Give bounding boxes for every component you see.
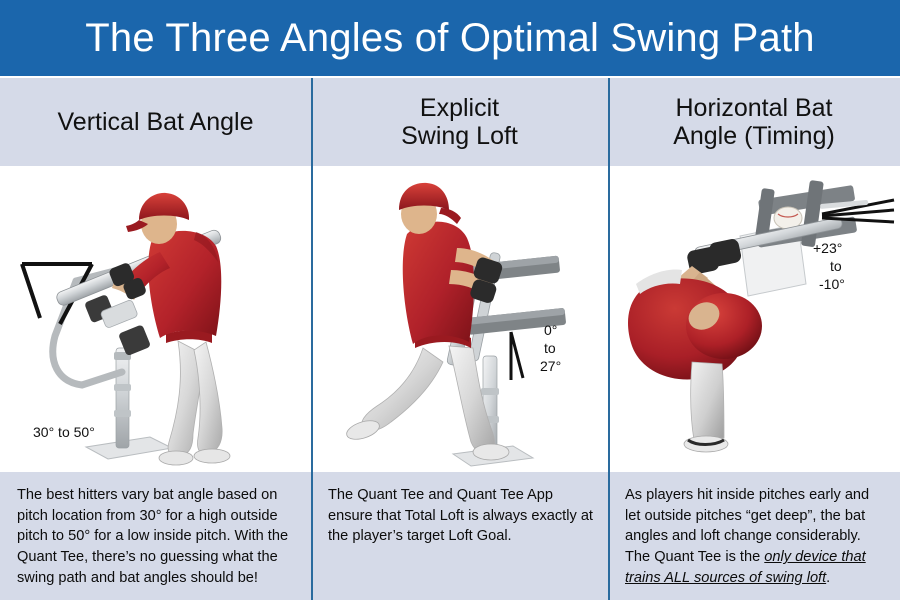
- title-bar: The Three Angles of Optimal Swing Path: [0, 0, 900, 76]
- page-title: The Three Angles of Optimal Swing Path: [85, 15, 815, 60]
- column-header-vertical-bat-angle: Vertical Bat Angle: [0, 78, 311, 166]
- caption-vertical-bat-angle: The best hitters vary bat angle based on…: [0, 472, 311, 600]
- batter-helmet: [399, 182, 449, 210]
- batter-shoe: [346, 420, 380, 440]
- angle-label-explicit-swing-loft-line2: to: [544, 340, 556, 356]
- batter-jersey: [148, 230, 222, 338]
- illustration-explicit-swing-loft: 0° to 27°: [311, 166, 608, 472]
- angle-label-vertical-bat-angle: 30° to 50°: [33, 424, 95, 440]
- illustration-horizontal-bat-angle: +23° to -10°: [608, 166, 900, 472]
- tee-hub: [100, 300, 138, 328]
- column-divider-2: [608, 78, 610, 600]
- batter-back-leg: [361, 347, 444, 432]
- loft-angle-line: [509, 331, 525, 379]
- header-line: Angle (Timing): [673, 122, 835, 150]
- column-header-row: Vertical Bat Angle Explicit Swing Loft H…: [0, 78, 900, 166]
- batter-helmet-brim: [126, 220, 148, 232]
- tee-slider-block: [119, 325, 150, 356]
- batter-helmet: [139, 192, 190, 220]
- tee-rail-ticks: [820, 199, 869, 209]
- header-line: Vertical Bat Angle: [57, 108, 254, 136]
- tee-post-collar: [114, 384, 131, 391]
- batter-shoe: [158, 450, 194, 466]
- column-header-label: Horizontal Bat Angle (Timing): [673, 94, 835, 150]
- header-line: Explicit: [419, 94, 500, 122]
- angle-label-horizontal-bat-angle-line1: +23°: [813, 240, 843, 256]
- caption-text: The best hitters vary bat angle based on…: [17, 487, 289, 586]
- column-header-label: Explicit Swing Loft: [401, 94, 518, 150]
- batter-glove: [473, 257, 503, 284]
- swing-plane-guide-loop: [49, 277, 126, 389]
- baseball-seam: [777, 213, 799, 218]
- batter-helmet-brim: [439, 208, 461, 224]
- angle-label-explicit-swing-loft-line1: 0°: [544, 322, 558, 338]
- batter-shoe-detail: [687, 438, 725, 446]
- caption-prefix: As players hit inside pitches early and …: [625, 487, 870, 566]
- angle-label-horizontal-bat-angle-line2: to: [830, 258, 842, 274]
- batter-overhead-view-illustration: [628, 180, 895, 453]
- jersey-shading: [194, 232, 218, 262]
- angle-label-explicit-swing-loft-line3: 27°: [540, 358, 562, 374]
- tee-post-collar: [481, 388, 499, 395]
- caption-explicit-swing-loft: The Quant Tee and Quant Tee App ensure t…: [311, 472, 608, 600]
- batter-front-view-illustration: [346, 182, 566, 467]
- batter-glove: [123, 278, 146, 300]
- column-header-horizontal-bat-angle: Horizontal Bat Angle (Timing): [608, 78, 900, 166]
- angle-line-middle: [821, 208, 895, 218]
- batter-glove: [687, 247, 720, 275]
- batter-glove: [109, 263, 135, 287]
- batter-belt: [166, 330, 212, 343]
- column-header-explicit-swing-loft: Explicit Swing Loft: [311, 78, 608, 166]
- batter-jersey: [402, 221, 474, 344]
- batter-shoe: [193, 448, 231, 464]
- caption-row: The best hitters vary bat angle based on…: [0, 472, 900, 600]
- tee-post: [115, 347, 130, 449]
- header-line: Horizontal Bat: [675, 94, 833, 122]
- batter-legs-overhead: [690, 361, 725, 441]
- caption-horizontal-bat-angle: As players hit inside pitches early and …: [608, 472, 900, 600]
- tee-post-collar: [114, 410, 131, 417]
- angle-line-lower: [821, 216, 895, 224]
- batter-side-view-illustration: [20, 192, 231, 466]
- tee-upright: [754, 188, 775, 243]
- batter-neck: [688, 302, 720, 330]
- caption-text: The Quant Tee and Quant Tee App ensure t…: [328, 487, 593, 545]
- angle-line-upper: [821, 198, 895, 216]
- illustration-vertical-bat-angle: 30° to 50°: [0, 166, 311, 472]
- batter-glove: [470, 279, 497, 303]
- caption-emphasis: only device that trains ALL sources of s…: [625, 549, 866, 586]
- column-header-label: Vertical Bat Angle: [58, 108, 254, 136]
- angle-leg-line: [20, 263, 42, 319]
- column-divider-1: [311, 78, 313, 600]
- tee-lower-crossbar: [467, 308, 566, 335]
- caption-text: As players hit inside pitches early and …: [625, 485, 886, 589]
- illustration-band: 30° to 50°: [0, 166, 900, 472]
- batter-shoe: [472, 443, 510, 461]
- batter-sleeve-overhead: [636, 269, 682, 294]
- caption-suffix: .: [826, 569, 831, 586]
- header-line: Swing Loft: [401, 122, 518, 150]
- angle-label-horizontal-bat-angle-line3: -10°: [819, 276, 845, 292]
